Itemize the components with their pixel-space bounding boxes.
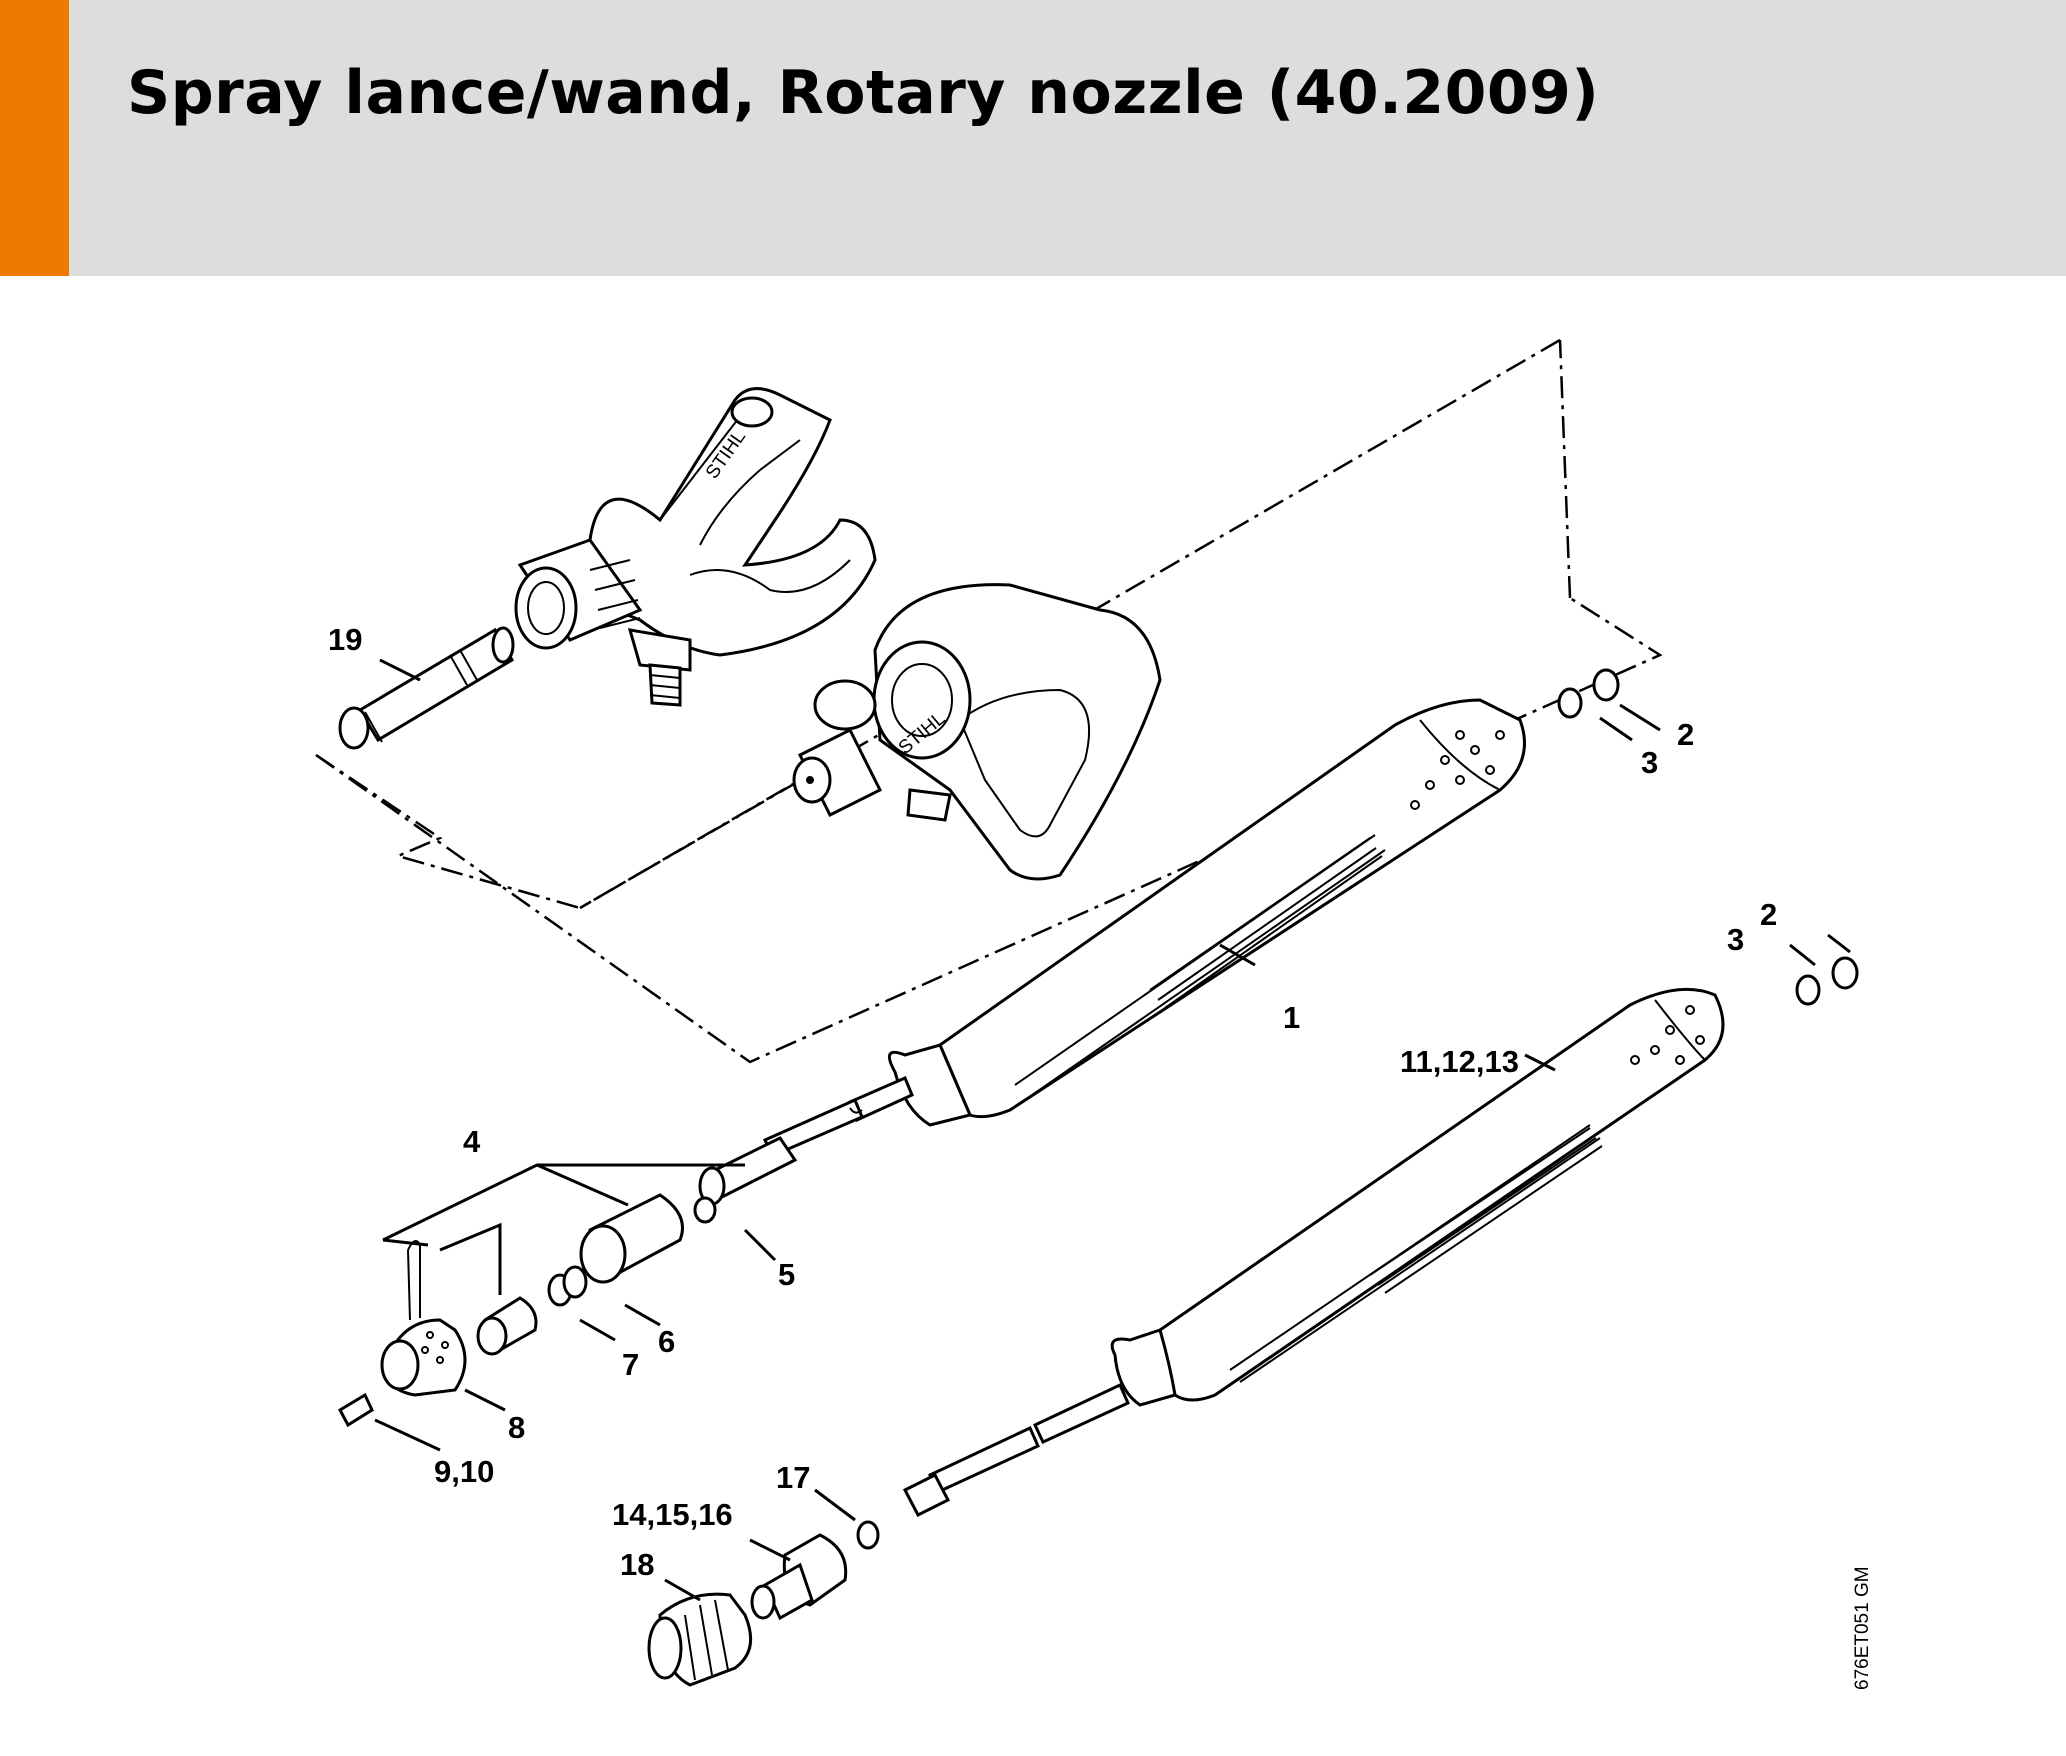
page-title: Spray lance/wand, Rotary nozzle (40.2009…	[127, 58, 1600, 128]
callout-11-12-13: 11,12,13	[1400, 1044, 1519, 1079]
trigger-gun-lower: STIHL	[792, 583, 1162, 881]
callout-9-10: 9,10	[434, 1454, 494, 1489]
nozzle-kit-upper	[338, 1136, 798, 1428]
washers-lower	[1795, 956, 1859, 1006]
callout-7: 7	[622, 1347, 639, 1382]
rotary-nozzle	[647, 1520, 880, 1687]
callout-labels: 19 2 3 1 3 2 11,12,13 4 5 6 7 8 9,10 17 …	[328, 622, 1777, 1582]
header-bar	[0, 0, 2066, 276]
part-11-lance-lower	[902, 987, 1725, 1518]
callout-3-upper: 3	[1641, 745, 1658, 780]
trigger-gun-upper: STIHL	[514, 387, 877, 707]
callout-2-upper: 2	[1677, 717, 1694, 752]
callout-1: 1	[1283, 1000, 1300, 1035]
leader-lines	[374, 658, 1851, 1602]
callout-19: 19	[328, 622, 362, 657]
callout-17: 17	[776, 1460, 810, 1495]
callout-2-lower: 2	[1760, 897, 1777, 932]
callout-5: 5	[778, 1257, 795, 1292]
callout-8: 8	[508, 1410, 525, 1445]
callout-14-15-16: 14,15,16	[612, 1497, 733, 1532]
part-19-tube	[338, 626, 515, 750]
callout-6: 6	[658, 1324, 675, 1359]
washers-upper	[1557, 668, 1620, 719]
callout-3-lower: 3	[1727, 922, 1744, 957]
part-1-lance-upper	[763, 698, 1526, 1158]
reference-code: 676ET051 GM	[1852, 1566, 1873, 1690]
accent-bar	[0, 0, 69, 276]
callout-18: 18	[620, 1547, 654, 1582]
callout-4: 4	[463, 1124, 481, 1159]
